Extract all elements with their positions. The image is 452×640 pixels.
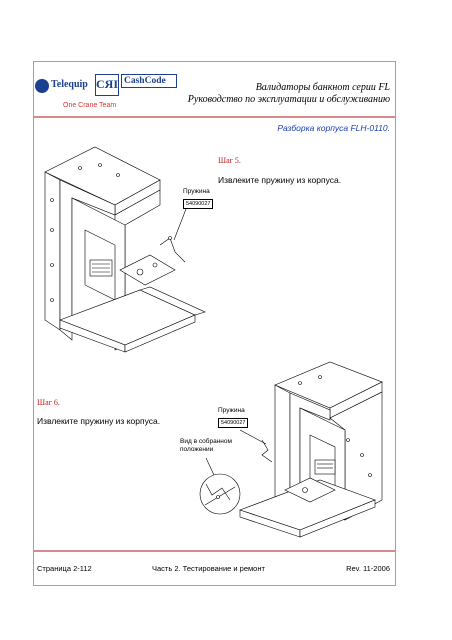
- step6-label: Шаг 6.: [37, 398, 60, 407]
- brand-tagline: One Crane Team: [63, 102, 117, 109]
- brand-cashcode: CashCode: [121, 74, 177, 88]
- company-logo: Telequip CЯI CashCode One Crane Team: [35, 70, 185, 120]
- step5-text: Извлеките пружину из корпуса.: [218, 175, 342, 185]
- brand-telequip: Telequip: [51, 79, 88, 90]
- step5-part-number: 54090027: [183, 199, 214, 209]
- step6-assembled-view-label: Вид в собранном положении: [180, 438, 232, 453]
- step5-label: Шаг 5.: [218, 156, 241, 165]
- telequip-logo-icon: [35, 79, 49, 93]
- document-title: Валидаторы банкнот серии FL: [255, 82, 390, 93]
- footer-page-number: Страница 2-112: [37, 564, 92, 573]
- step6-callout: Пружина: [218, 407, 245, 414]
- page-frame: [33, 61, 396, 586]
- cri-logo-box: CЯI: [95, 74, 119, 96]
- step6-text: Извлеките пружину из корпуса.: [37, 416, 161, 426]
- header-divider: [34, 116, 395, 118]
- footer-divider: [34, 550, 395, 552]
- step6-part-number: 54090027: [218, 418, 249, 428]
- footer-revision: Rev. 11-2006: [346, 564, 390, 573]
- step5-callout: Пружина: [183, 188, 210, 195]
- section-title: Разборка корпуса FLH-0110.: [277, 123, 390, 133]
- footer-part-title: Часть 2. Тестирование и ремонт: [152, 564, 265, 573]
- document-subtitle: Руководство по эксплуатации и обслуживан…: [187, 94, 390, 105]
